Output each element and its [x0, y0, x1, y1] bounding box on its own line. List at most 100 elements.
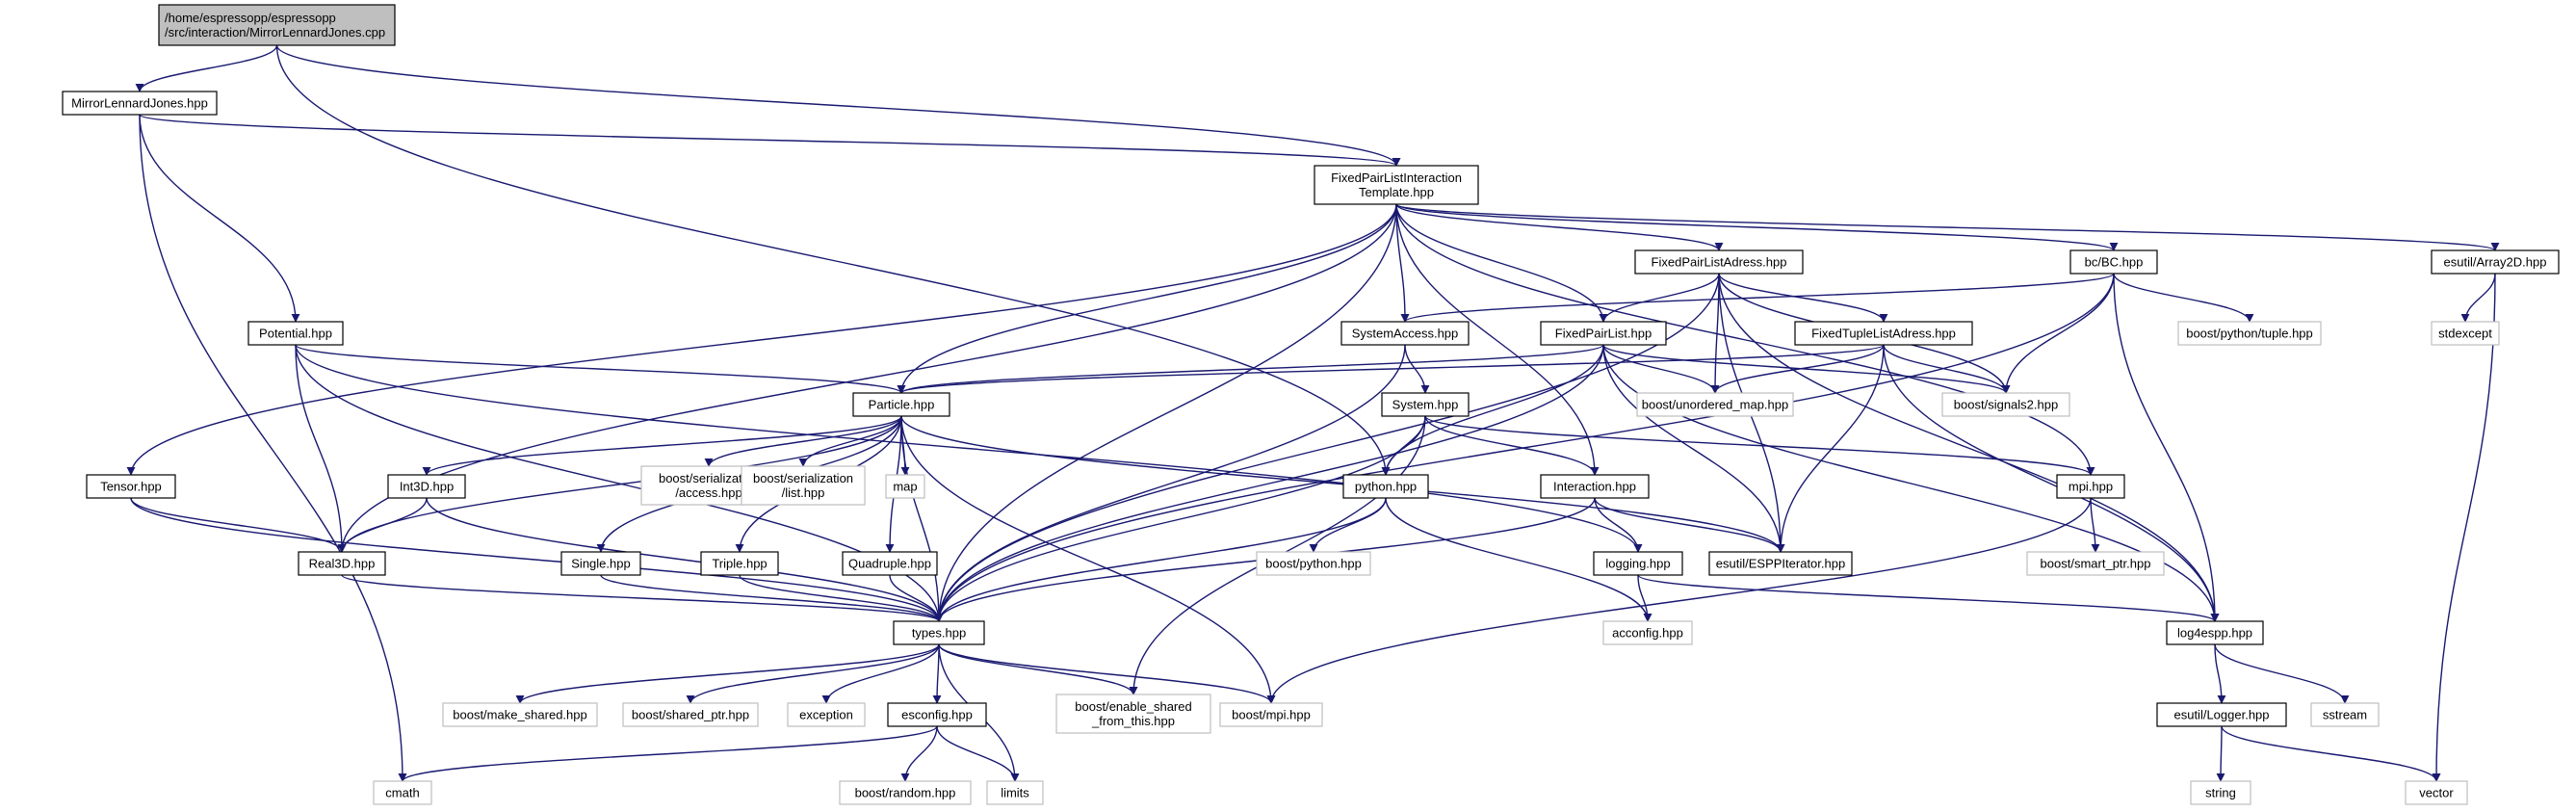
edge-types-to-makeshared: [515, 643, 940, 704]
edge-ftladress-to-espp: [1776, 344, 1885, 553]
edge-fpli-to-real3d: [337, 203, 1397, 553]
node-smartptr[interactable]: boost/smart_ptr.hpp: [2026, 551, 2165, 576]
node-random[interactable]: boost/random.hpp: [839, 780, 972, 805]
node-sysacc[interactable]: SystemAccess.hpp: [1340, 321, 1470, 346]
node-mpi[interactable]: mpi.hpp: [2056, 474, 2125, 499]
edge-particle-to-boostmpi: [900, 415, 1276, 704]
node-single[interactable]: Single.hpp: [560, 551, 641, 576]
edge-tensor-to-real3d: [130, 497, 347, 553]
edge-particle-to-espp: [900, 415, 1785, 553]
node-map[interactable]: map: [885, 474, 925, 499]
edge-types-to-enableshared: [938, 643, 1138, 695]
node-mpi-label-0: mpi.hpp: [2069, 480, 2113, 494]
node-array2d[interactable]: esutil/Array2D.hpp: [2431, 249, 2560, 275]
edge-fpli-to-mpi: [1395, 203, 2095, 476]
node-quadruple[interactable]: Quadruple.hpp: [842, 551, 938, 576]
node-boostpython[interactable]: boost/python.hpp: [1256, 551, 1371, 576]
edge-fpli-to-fpladress: [1395, 203, 1724, 251]
node-logging-label-0: logging.hpp: [1605, 557, 1670, 571]
node-particle[interactable]: Particle.hpp: [852, 392, 950, 417]
edge-bc-to-pytuple: [2113, 273, 2254, 323]
node-acconfig[interactable]: acconfig.hpp: [1602, 620, 1693, 645]
edge-fpli-to-types: [934, 203, 1397, 622]
node-boostmpi[interactable]: boost/mpi.hpp: [1219, 702, 1323, 727]
edge-log4espp-to-logger: [2214, 643, 2226, 704]
node-vector[interactable]: vector: [2405, 780, 2468, 805]
node-interaction[interactable]: Interaction.hpp: [1540, 474, 1650, 499]
node-cmath[interactable]: cmath: [373, 780, 432, 805]
edge-log4espp-to-sstream: [2214, 643, 2350, 704]
node-sysacc-label-0: SystemAccess.hpp: [1352, 327, 1459, 341]
node-root[interactable]: /home/espressopp/espressopp/src/interact…: [158, 4, 396, 46]
edge-quadruple-to-types: [889, 574, 944, 622]
node-string-label-0: string: [2205, 786, 2236, 800]
edge-mirror-to-cmath: [139, 114, 407, 782]
node-quadruple-label-0: Quadruple.hpp: [848, 557, 931, 571]
node-triple-label-0: Triple.hpp: [712, 557, 767, 571]
node-pytuple[interactable]: boost/python/tuple.hpp: [2177, 321, 2322, 346]
edge-esconfig-to-limits: [936, 725, 1020, 782]
edge-mpi-to-boostmpi: [1266, 497, 2092, 704]
edge-logging-to-acconfig: [1637, 574, 1652, 622]
node-types-label-0: types.hpp: [912, 626, 966, 641]
node-vector-label-0: vector: [2419, 786, 2454, 800]
node-signals2[interactable]: boost/signals2.hpp: [1941, 392, 2070, 417]
node-ftladress-label-0: FixedTupleListAdress.hpp: [1811, 327, 1956, 341]
node-enableshared[interactable]: boost/enable_shared_from_this.hpp: [1055, 694, 1211, 734]
edge-fpli-to-sysacc: [1395, 203, 1410, 323]
edge-root-to-fpli: [275, 44, 1401, 167]
node-logger-label-0: esutil/Logger.hpp: [2173, 708, 2269, 722]
edge-types-to-exception: [821, 643, 940, 704]
edge-ftladress-to-particle: [897, 344, 1885, 394]
edge-real3d-to-types: [341, 574, 944, 622]
node-logger[interactable]: esutil/Logger.hpp: [2156, 702, 2287, 727]
node-serlist-label-0: boost/serialization: [753, 471, 853, 485]
node-string[interactable]: string: [2190, 780, 2251, 805]
edge-fpl-to-particle: [897, 344, 1604, 394]
node-triple[interactable]: Triple.hpp: [700, 551, 779, 576]
node-ftladress[interactable]: FixedTupleListAdress.hpp: [1794, 321, 1973, 346]
node-int3d[interactable]: Int3D.hpp: [387, 474, 466, 499]
node-serlist[interactable]: boost/serialization/list.hpp: [741, 465, 866, 506]
node-logging[interactable]: logging.hpp: [1593, 551, 1683, 576]
node-espp[interactable]: esutil/ESPPIterator.hpp: [1708, 551, 1853, 576]
node-pytuple-label-0: boost/python/tuple.hpp: [2186, 327, 2313, 341]
node-fpladress-label-0: FixedPairListAdress.hpp: [1652, 255, 1787, 270]
edge-types-to-boostmpi: [938, 643, 1276, 704]
node-potential-label-0: Potential.hpp: [259, 327, 332, 341]
node-potential[interactable]: Potential.hpp: [247, 321, 344, 346]
node-fpli-label-0: FixedPairListInteraction: [1331, 170, 1462, 185]
edge-particle-to-types: [900, 415, 944, 622]
node-sstream[interactable]: sstream: [2310, 702, 2380, 727]
node-system[interactable]: System.hpp: [1381, 392, 1470, 417]
edge-system-to-interaction: [1424, 415, 1600, 476]
node-exception[interactable]: exception: [787, 702, 866, 727]
node-seraccess-label-1: /access.hpp: [675, 485, 742, 500]
edge-logging-to-log4espp: [1637, 574, 2220, 622]
node-limits[interactable]: limits: [986, 780, 1044, 805]
node-mirror[interactable]: MirrorLennardJones.hpp: [62, 91, 218, 116]
node-makeshared[interactable]: boost/make_shared.hpp: [442, 702, 598, 727]
node-unordered[interactable]: boost/unordered_map.hpp: [1636, 392, 1794, 417]
node-single-label-0: Single.hpp: [571, 557, 630, 571]
edge-int3d-to-real3d: [337, 497, 428, 553]
edge-int3d-to-types: [426, 497, 944, 622]
node-root-label-1: /src/interaction/MirrorLennardJones.cpp: [165, 25, 385, 39]
node-stdexcept[interactable]: stdexcept: [2431, 321, 2500, 346]
dependency-edges: [126, 44, 2500, 782]
node-fpl[interactable]: FixedPairList.hpp: [1540, 321, 1667, 346]
node-log4espp[interactable]: log4espp.hpp: [2166, 620, 2264, 645]
node-tensor[interactable]: Tensor.hpp: [86, 474, 176, 499]
edge-bc-to-sysacc: [1400, 273, 2115, 323]
node-bc[interactable]: bc/BC.hpp: [2069, 249, 2158, 275]
node-serlist-label-1: /list.hpp: [782, 485, 825, 500]
node-fpladress[interactable]: FixedPairListAdress.hpp: [1634, 249, 1804, 275]
node-esconfig[interactable]: esconfig.hpp: [887, 702, 987, 727]
node-bc-label-0: bc/BC.hpp: [2085, 255, 2144, 270]
node-types[interactable]: types.hpp: [893, 620, 985, 645]
node-real3d[interactable]: Real3D.hpp: [298, 551, 386, 576]
node-sharedptr[interactable]: boost/shared_ptr.hpp: [622, 702, 759, 727]
edge-esconfig-to-cmath: [398, 725, 938, 782]
node-python[interactable]: python.hpp: [1342, 474, 1429, 499]
